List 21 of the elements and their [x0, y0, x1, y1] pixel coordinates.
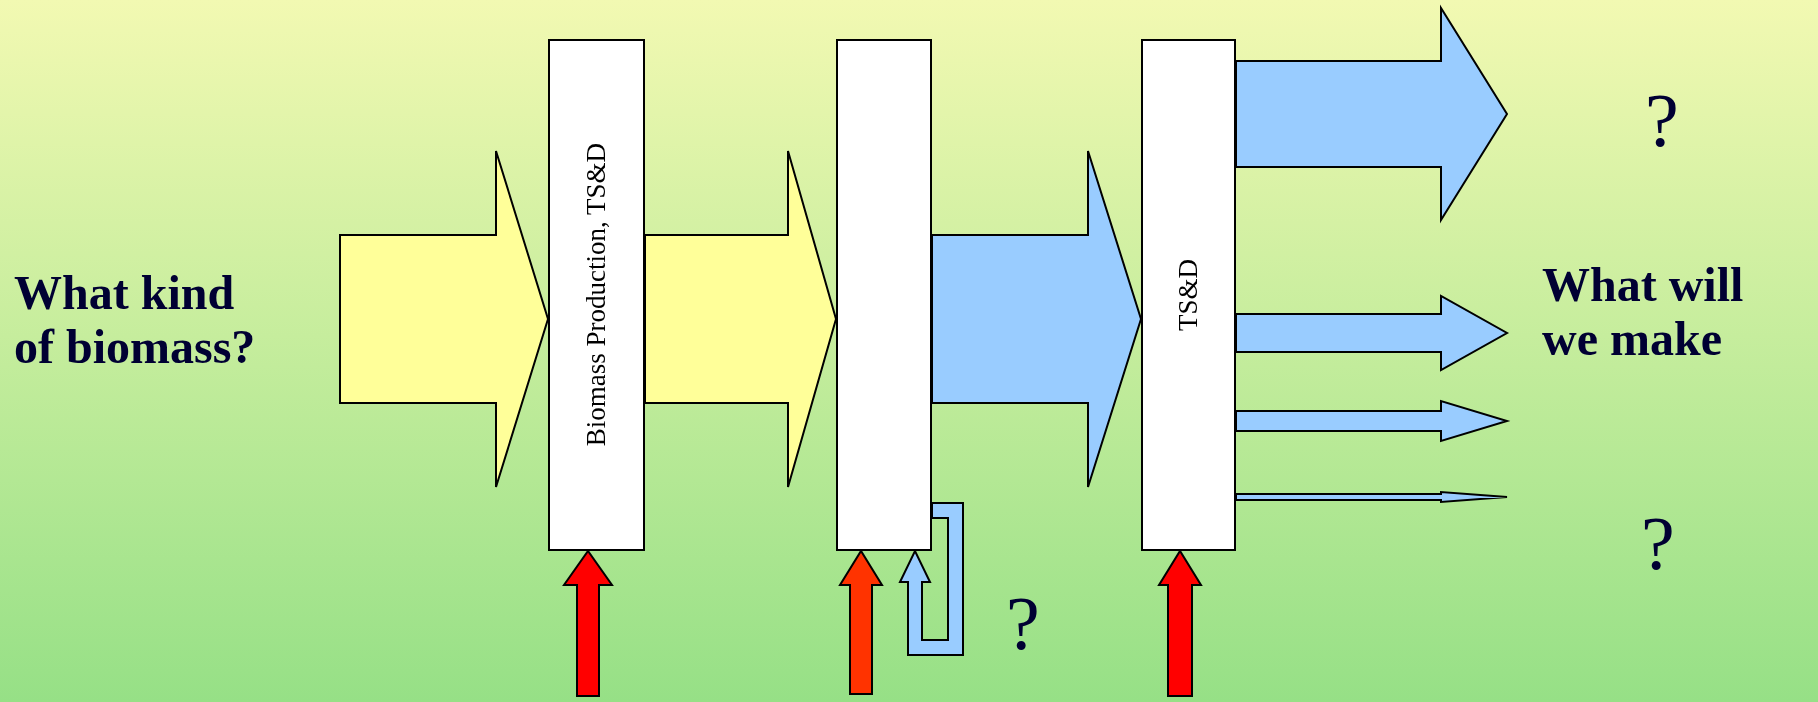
process-box [1141, 39, 1236, 551]
process-box [836, 39, 932, 551]
block-arrow [1235, 4, 1509, 224]
block-arrow [1157, 549, 1203, 697]
block-arrow [931, 150, 1143, 488]
block-arrow [339, 150, 550, 488]
box-label: Biomass Production, TS&D [581, 143, 612, 447]
block-arrow [1235, 399, 1511, 443]
block-arrow [1235, 490, 1508, 504]
block-arrow [562, 549, 614, 697]
question-mark: ? [1641, 505, 1675, 581]
block-arrow [1235, 294, 1510, 372]
block-arrow [838, 549, 884, 695]
question-mark: ? [1645, 82, 1679, 158]
block-arrow [898, 502, 964, 656]
block-arrow [644, 150, 838, 488]
process-box [548, 39, 645, 551]
heading-text: What will we make [1542, 258, 1745, 366]
heading-text: What kind of biomass? [14, 258, 340, 382]
box-label: TS&D [1173, 259, 1204, 331]
question-mark: ? [1006, 585, 1040, 661]
